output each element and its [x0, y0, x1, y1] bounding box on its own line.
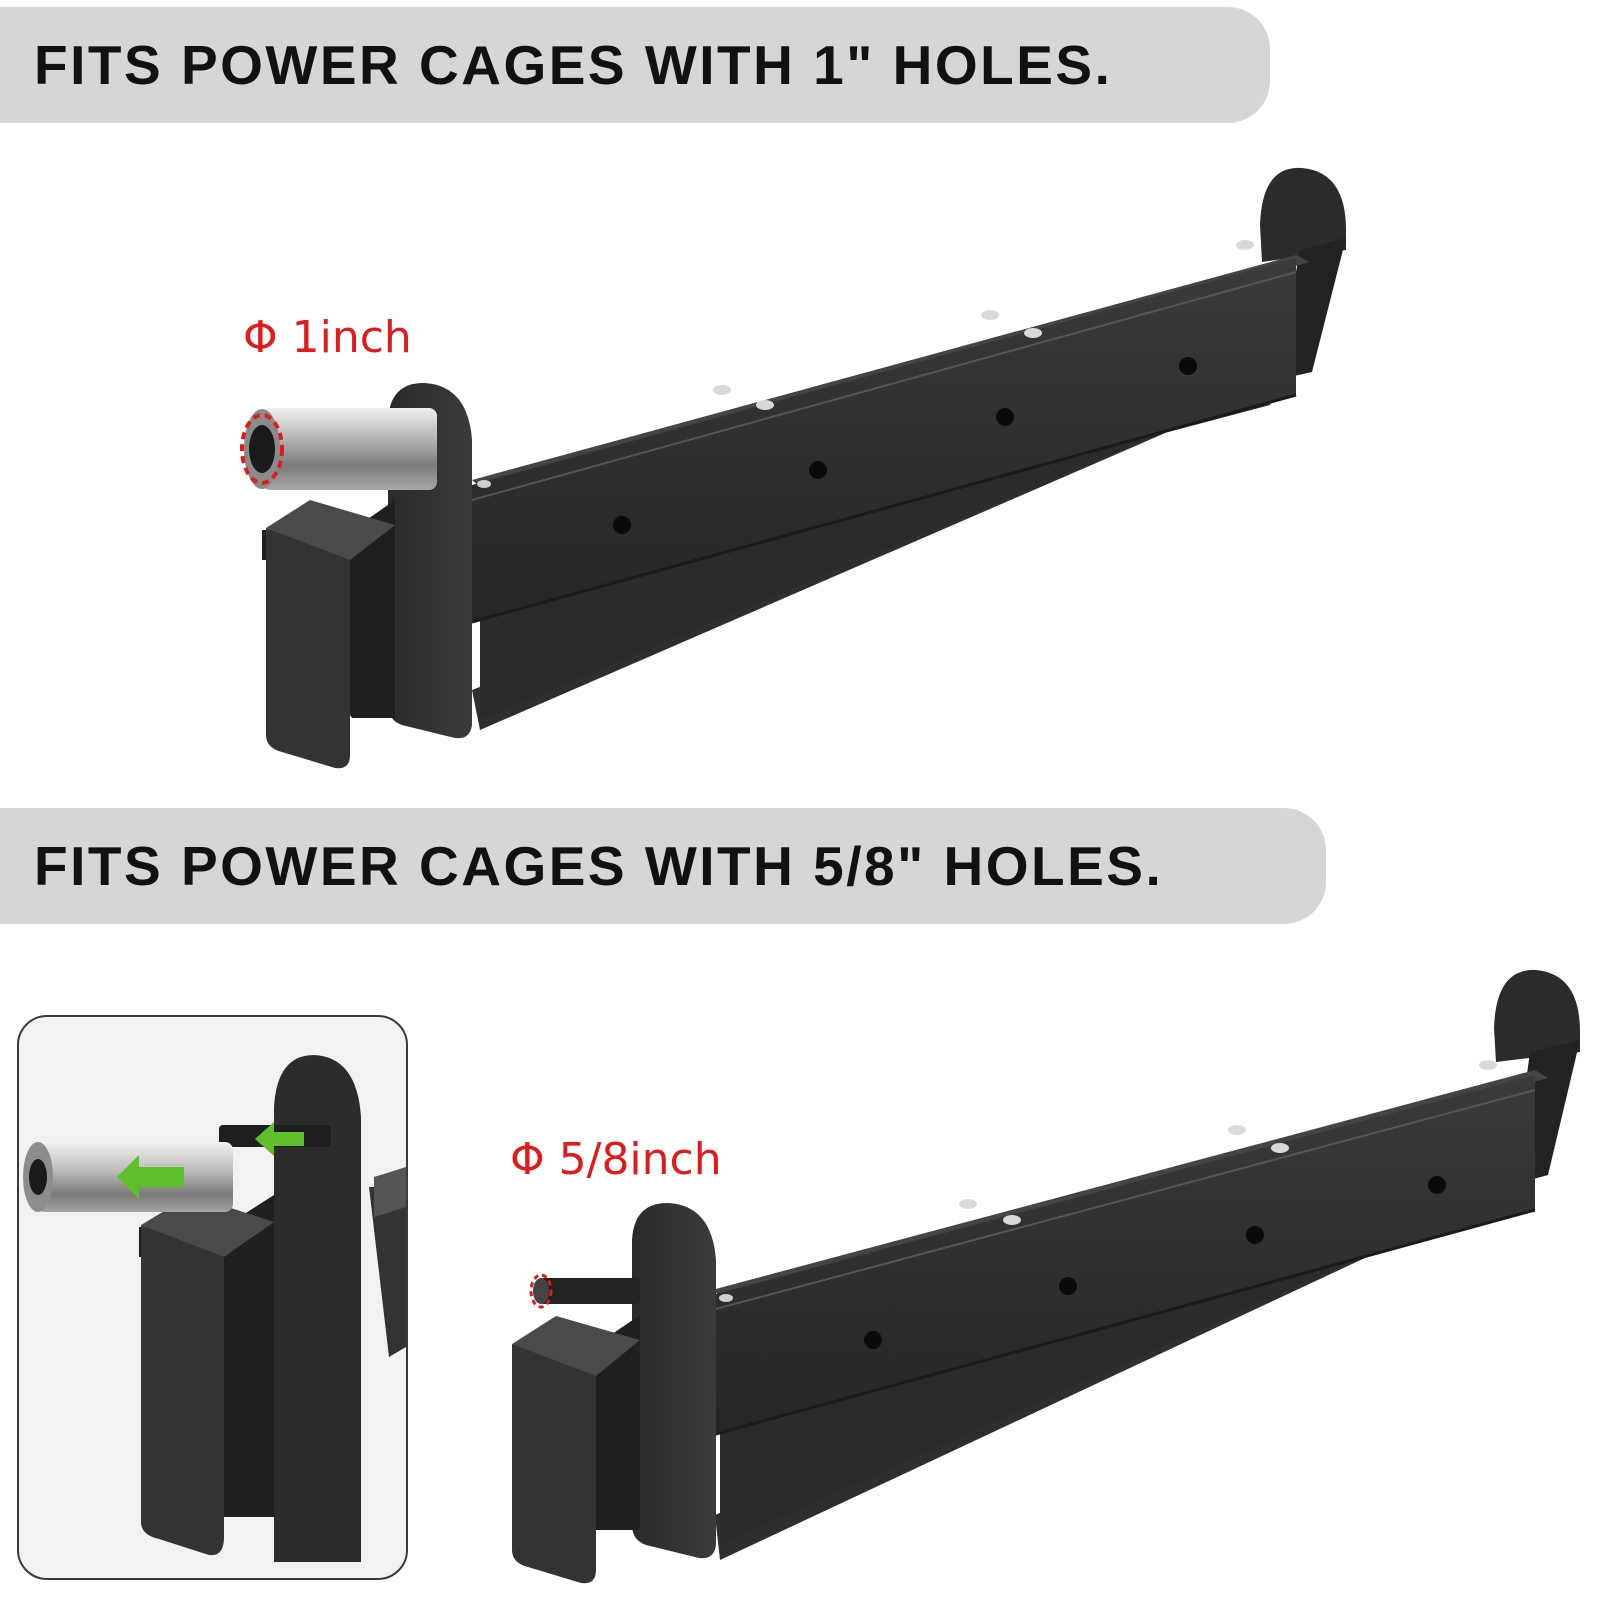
pin-adapter-detail-icon: [23, 1055, 406, 1562]
banner-1inch: FITS POWER CAGES WITH 1" HOLES.: [0, 7, 1270, 123]
diameter-label-1inch: Φ 1inch: [243, 312, 412, 363]
pin-arrow-icon: [117, 1122, 304, 1199]
inset-detail-panel: [17, 1015, 408, 1580]
banner-1inch-text: FITS POWER CAGES WITH 1" HOLES.: [34, 34, 1113, 96]
banner-5-8inch-text: FITS POWER CAGES WITH 5/8" HOLES.: [34, 835, 1164, 897]
safety-arm-bottom-icon: [512, 969, 1580, 1584]
banner-5-8inch: FITS POWER CAGES WITH 5/8" HOLES.: [0, 808, 1326, 924]
diameter-label-5-8inch: Φ 5/8inch: [510, 1134, 722, 1185]
safety-arm-top-icon: [240, 167, 1346, 769]
